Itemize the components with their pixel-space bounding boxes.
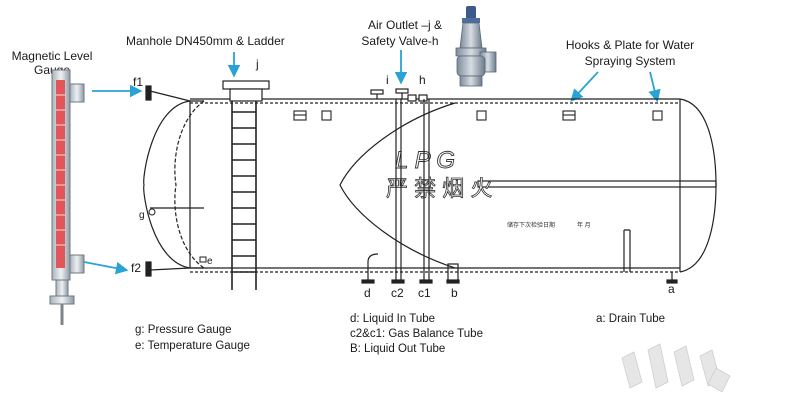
- gauge-scale-ticks: [56, 94, 65, 246]
- marker-c1: c1: [418, 286, 431, 300]
- nozzle-i: [370, 89, 384, 95]
- tank-small-note: 储存下次检验日期: [507, 221, 555, 229]
- flange-c2: [391, 279, 405, 284]
- flange-c1: [419, 279, 433, 284]
- tank-warning-text: 严 禁 烟 火: [386, 176, 492, 201]
- ladder-rungs: [232, 111, 256, 273]
- marker-b: b: [451, 286, 458, 300]
- watermark-logo: [621, 343, 731, 393]
- vertical-pipes: [361, 99, 678, 284]
- pressure-gauge-g: [148, 208, 156, 216]
- pipe-d-elbow: [367, 253, 379, 282]
- lpg-nose-outline: [339, 102, 456, 269]
- gauge-bottom-valve: [49, 295, 75, 305]
- manhole-neck: [229, 88, 263, 102]
- tank-year-month: 年 月: [577, 221, 591, 229]
- gauge-red-scale: [56, 80, 65, 268]
- arrow-hooks-2: [648, 71, 661, 103]
- safety-valve-icon: [455, 6, 497, 87]
- tank-lpg-text: L P G: [395, 147, 455, 174]
- flange-b: [446, 279, 460, 284]
- marker-d: d: [364, 286, 371, 300]
- gauge-top-flange: [69, 83, 85, 103]
- nozzle-j: [395, 88, 409, 94]
- ladder: [231, 101, 257, 290]
- label-air-outlet: Air Outlet –j &: [367, 18, 443, 32]
- marker-labels: j i h f1 f2 g e d c2 c1 b a: [131, 57, 675, 300]
- marker-c2: c2: [391, 286, 404, 300]
- label-manhole: Manhole DN450mm & Ladder: [126, 34, 285, 48]
- marker-h: h: [419, 73, 426, 87]
- legend-pressure-gauge: g: Pressure Gauge: [135, 324, 232, 336]
- manhole-flange: [222, 80, 270, 90]
- manhole: [222, 80, 270, 102]
- gauge-bottom-flange: [69, 254, 85, 274]
- drain-tube: [623, 229, 631, 272]
- legend-liquid-out: B: Liquid Out Tube: [350, 343, 446, 355]
- marker-e: e: [207, 256, 213, 267]
- tank-right-head: [679, 98, 717, 273]
- mark-5: [652, 110, 663, 121]
- shell-marks: [293, 110, 663, 121]
- drain-flange: [666, 279, 678, 284]
- tank-left-nozzle-bottom: [149, 267, 191, 271]
- arrow-hooks-1: [570, 71, 599, 102]
- marker-g: g: [139, 210, 145, 221]
- label-gauge-text: Magnetic Level Gauge: [11, 49, 93, 77]
- label-hooks-plate: Hooks & Plate for Water: [565, 38, 695, 52]
- label-spraying-system: Spraying System: [584, 54, 676, 68]
- marker-i: i: [386, 73, 389, 87]
- tank-left-nozzle-top: [149, 90, 191, 102]
- arrow-f2: [83, 261, 129, 275]
- nozzle-f1: [145, 85, 152, 101]
- legend-temperature-gauge: e: Temperature Gauge: [135, 340, 250, 352]
- label-magnetic-level-gauge: Magnetic Level Gauge: [2, 35, 102, 77]
- callout-arrows: [83, 50, 661, 275]
- nozzle-h: [407, 94, 417, 102]
- legend-gas-balance: c2&c1: Gas Balance Tube: [350, 328, 483, 340]
- marker-f1: f1: [133, 75, 143, 89]
- temperature-gauge-e: [199, 256, 207, 263]
- legend-liquid-in: d: Liquid In Tube: [350, 313, 436, 325]
- nozzle-h2: [418, 94, 428, 102]
- marker-f2: f2: [131, 261, 141, 275]
- tank-body: [143, 85, 717, 277]
- legend-drain-tube: a: Drain Tube: [596, 313, 666, 325]
- tank-left-head: [143, 100, 204, 269]
- nozzle-f2: [145, 261, 152, 277]
- mark-2: [321, 110, 332, 121]
- marker-j: j: [255, 57, 259, 71]
- mark-3: [476, 110, 487, 121]
- marker-a: a: [668, 282, 675, 296]
- top-nozzles: [370, 88, 428, 102]
- internal-horizontal-pipe: [477, 180, 717, 188]
- flange-d: [361, 279, 375, 284]
- magnetic-level-gauge: [49, 69, 85, 325]
- label-safety-valve: Safety Valve-h: [361, 34, 439, 48]
- inner-dish-curve: [174, 100, 205, 269]
